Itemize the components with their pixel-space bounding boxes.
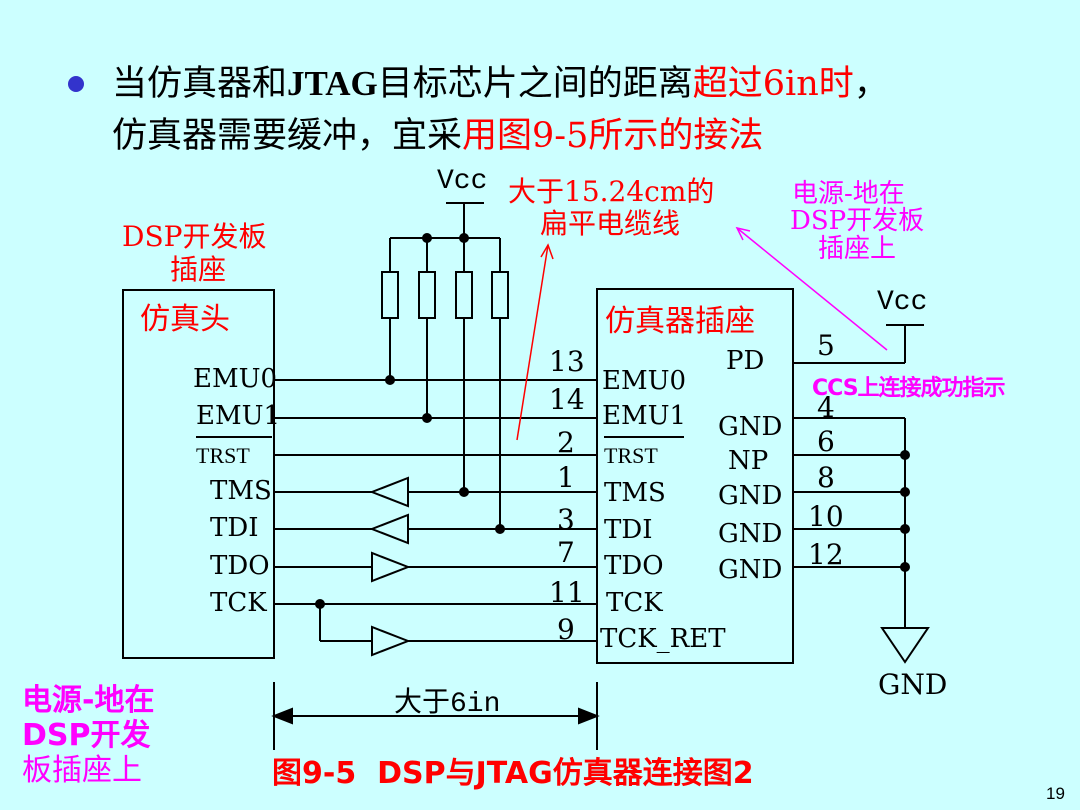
side-label-gnd-1: GND <box>718 412 783 442</box>
figure-caption: 图9-5 DSP与JTAG仿真器连接图2 <box>272 756 754 791</box>
cable-label-2: 扁平电缆线 <box>540 207 681 240</box>
dsp-socket-label-1: DSP开发板 <box>122 220 267 253</box>
emulator-head-box <box>122 289 275 659</box>
buffer-tdo <box>371 551 411 583</box>
side-number-8: 8 <box>817 461 835 494</box>
emulator-head-label: 仿真头 <box>140 302 230 337</box>
side-label-gnd-2: GND <box>718 481 783 511</box>
distance-label: 大于6in <box>394 689 501 720</box>
side-number-10: 10 <box>808 500 844 533</box>
side-number-6: 6 <box>817 425 835 458</box>
right-pin-tdi: TDI <box>604 515 653 545</box>
gnd-symbol <box>880 627 930 664</box>
side-number-4: 4 <box>817 391 835 424</box>
left-pin-tms: TMS <box>210 476 272 506</box>
bullet-text-f: 仿真器需要缓冲，宜采 <box>112 116 463 156</box>
pin-number-13: 13 <box>549 345 585 378</box>
bullet-text-e: ， <box>853 64 889 104</box>
power-top-2: DSP开发板 <box>790 206 925 236</box>
right-pin-tck: TCK <box>606 588 663 618</box>
side-number-5: 5 <box>817 329 835 362</box>
pin-number-11: 11 <box>549 576 585 609</box>
arrow-left-head <box>271 707 293 725</box>
side-label-np: NP <box>728 446 769 476</box>
right-pin-trst: TRST <box>604 443 658 468</box>
emulator-socket-box <box>596 288 794 664</box>
resistor-4 <box>491 271 509 319</box>
pin-number-9: 9 <box>557 613 575 646</box>
arrow-right-head <box>578 707 600 725</box>
right-pin-emu1: EMU1 <box>602 401 687 431</box>
resistor-2 <box>418 271 436 319</box>
right-pin-tms: TMS <box>604 478 666 508</box>
side-label-gnd-4: GND <box>718 555 783 585</box>
power-left-3: 板插座上 <box>22 753 142 788</box>
left-pin-emu1: EMU1 <box>196 401 281 431</box>
power-top-1: 电源-地在 <box>792 179 905 209</box>
ccs-indicator-label: CCS上连接成功指示 <box>812 376 1006 401</box>
bullet-text-a: 当仿真器和 <box>112 64 288 104</box>
buffer-tdi <box>369 513 409 545</box>
side-label-pd: PD <box>726 346 765 376</box>
cable-pointer <box>516 244 549 441</box>
left-pin-tdi: TDI <box>210 513 259 543</box>
pin-number-2: 2 <box>557 426 575 459</box>
buffer-tms <box>369 476 409 508</box>
gnd-label: GND <box>878 668 948 701</box>
left-pin-tdo: TDO <box>210 551 270 581</box>
bullet-text-g: 用图9-5所示的接法 <box>462 116 764 156</box>
left-pin-trst: TRST <box>196 443 250 468</box>
power-left-1: 电源-地在 <box>22 683 155 718</box>
bullet-text-b: JTAG <box>287 64 378 103</box>
pin-number-1: 1 <box>557 461 575 494</box>
vcc-top-label: Vcc <box>437 166 488 197</box>
vcc-right-label: Vcc <box>877 287 928 318</box>
side-label-gnd-3: GND <box>718 519 783 549</box>
power-top-3: 插座上 <box>818 234 897 264</box>
power-pointer <box>736 227 888 351</box>
resistor-3 <box>455 271 473 319</box>
left-pin-tck: TCK <box>210 588 267 618</box>
emulator-socket-label: 仿真器插座 <box>605 304 755 339</box>
right-pin-tck-ret: TCK_RET <box>600 624 726 654</box>
dsp-socket-label-2: 插座 <box>170 253 227 286</box>
bullet-dot <box>68 76 84 92</box>
bullet-text-c: 目标芯片之间的距离 <box>377 64 693 104</box>
resistor-1 <box>381 271 399 319</box>
pin-number-3: 3 <box>557 503 575 536</box>
pin-number-14: 14 <box>549 383 585 416</box>
right-pin-emu0: EMU0 <box>602 366 687 396</box>
power-left-2: DSP开发 <box>22 718 151 753</box>
bullet-line-1: 当仿真器和JTAG目标芯片之间的距离超过6in时， <box>112 62 889 106</box>
side-number-12: 12 <box>808 538 844 571</box>
right-pin-tdo: TDO <box>604 551 664 581</box>
bullet-text-d: 超过6in时 <box>692 64 854 104</box>
cable-label-1: 大于15.24cm的 <box>508 175 715 208</box>
pin-number-7: 7 <box>557 536 575 569</box>
page-number: 19 <box>1046 784 1065 803</box>
buffer-tck-ret <box>371 625 411 657</box>
bullet-line-2: 仿真器需要缓冲，宜采用图9-5所示的接法 <box>112 114 763 158</box>
left-pin-emu0: EMU0 <box>193 364 278 394</box>
